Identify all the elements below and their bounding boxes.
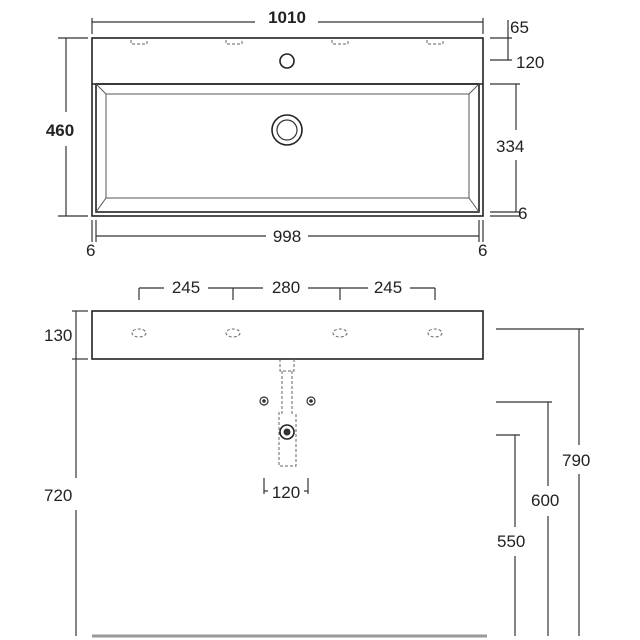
height-top-label: 790 bbox=[562, 451, 590, 470]
basin-height-label: 130 bbox=[44, 326, 72, 345]
bracket-left-label: 245 bbox=[172, 278, 200, 297]
overall-width-label: 1010 bbox=[268, 8, 306, 27]
wall-outlet bbox=[279, 424, 295, 440]
right-dimensions-top: 65 120 334 6 bbox=[490, 18, 544, 223]
sink-outline-top bbox=[91, 37, 484, 217]
side-right-label: 6 bbox=[478, 241, 487, 260]
rim-depth-label: 120 bbox=[516, 53, 544, 72]
depth-label: 460 bbox=[46, 121, 74, 140]
mount-height-label: 720 bbox=[44, 486, 72, 505]
waste-spacing-dimension: 120 bbox=[263, 478, 309, 502]
basin-bowl bbox=[95, 83, 480, 213]
bracket-middle-label: 280 bbox=[272, 278, 300, 297]
front-view: 245 280 245 bbox=[44, 278, 590, 638]
bracket-right-label: 245 bbox=[374, 278, 402, 297]
height-mid-label: 600 bbox=[531, 491, 559, 510]
wall-bolts bbox=[259, 396, 316, 406]
waste-pipe bbox=[278, 359, 297, 467]
front-lip-label: 6 bbox=[518, 204, 527, 223]
tap-hole bbox=[279, 53, 295, 69]
left-heights-dimension: 130 720 bbox=[44, 310, 88, 636]
top-view: 1010 460 bbox=[46, 8, 545, 260]
waste-spacing-label: 120 bbox=[272, 483, 300, 502]
depth-dimension: 460 bbox=[46, 37, 88, 217]
overall-width-dimension: 1010 bbox=[91, 8, 484, 34]
rim-back-label: 65 bbox=[510, 18, 529, 37]
basin-inner bbox=[105, 93, 470, 199]
drain bbox=[271, 114, 303, 146]
sink-outline-front bbox=[91, 310, 484, 360]
height-low-label: 550 bbox=[497, 532, 525, 551]
inner-width-dimension: 998 6 6 bbox=[86, 220, 487, 260]
inner-width-label: 998 bbox=[273, 227, 301, 246]
side-left-label: 6 bbox=[86, 241, 95, 260]
mounting-holes bbox=[131, 328, 443, 338]
bracket-marks-top bbox=[130, 40, 444, 45]
basin-depth-label: 334 bbox=[496, 137, 524, 156]
right-heights-dimension: 790 600 550 bbox=[496, 328, 590, 636]
bracket-spacing-dimension: 245 280 245 bbox=[138, 278, 436, 300]
